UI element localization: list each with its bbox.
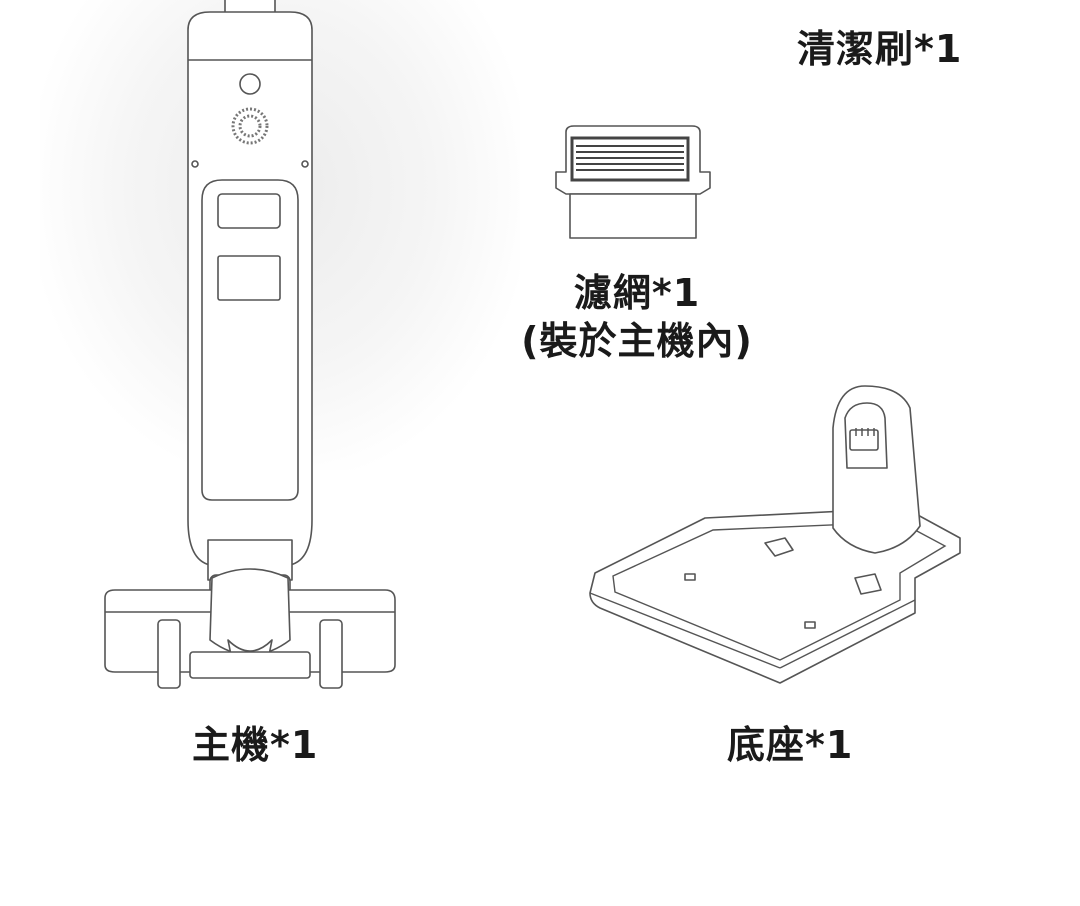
charging-contacts-icon bbox=[855, 428, 875, 436]
speaker-grille-icon bbox=[231, 107, 269, 145]
main-unit-illustration bbox=[104, 0, 396, 689]
filter-label-line1: 濾網*1 bbox=[573, 271, 701, 315]
base-label: 底座*1 bbox=[727, 723, 854, 767]
filter-label-line2: (裝於主機內) bbox=[521, 318, 753, 363]
main-unit-label: 主機*1 bbox=[192, 723, 319, 767]
base-illustration bbox=[589, 385, 961, 684]
filter-label: 濾網*1 (裝於主機內) bbox=[512, 270, 762, 365]
filter-illustration bbox=[555, 125, 711, 239]
brush-label: 清潔刷*1 bbox=[797, 27, 963, 71]
